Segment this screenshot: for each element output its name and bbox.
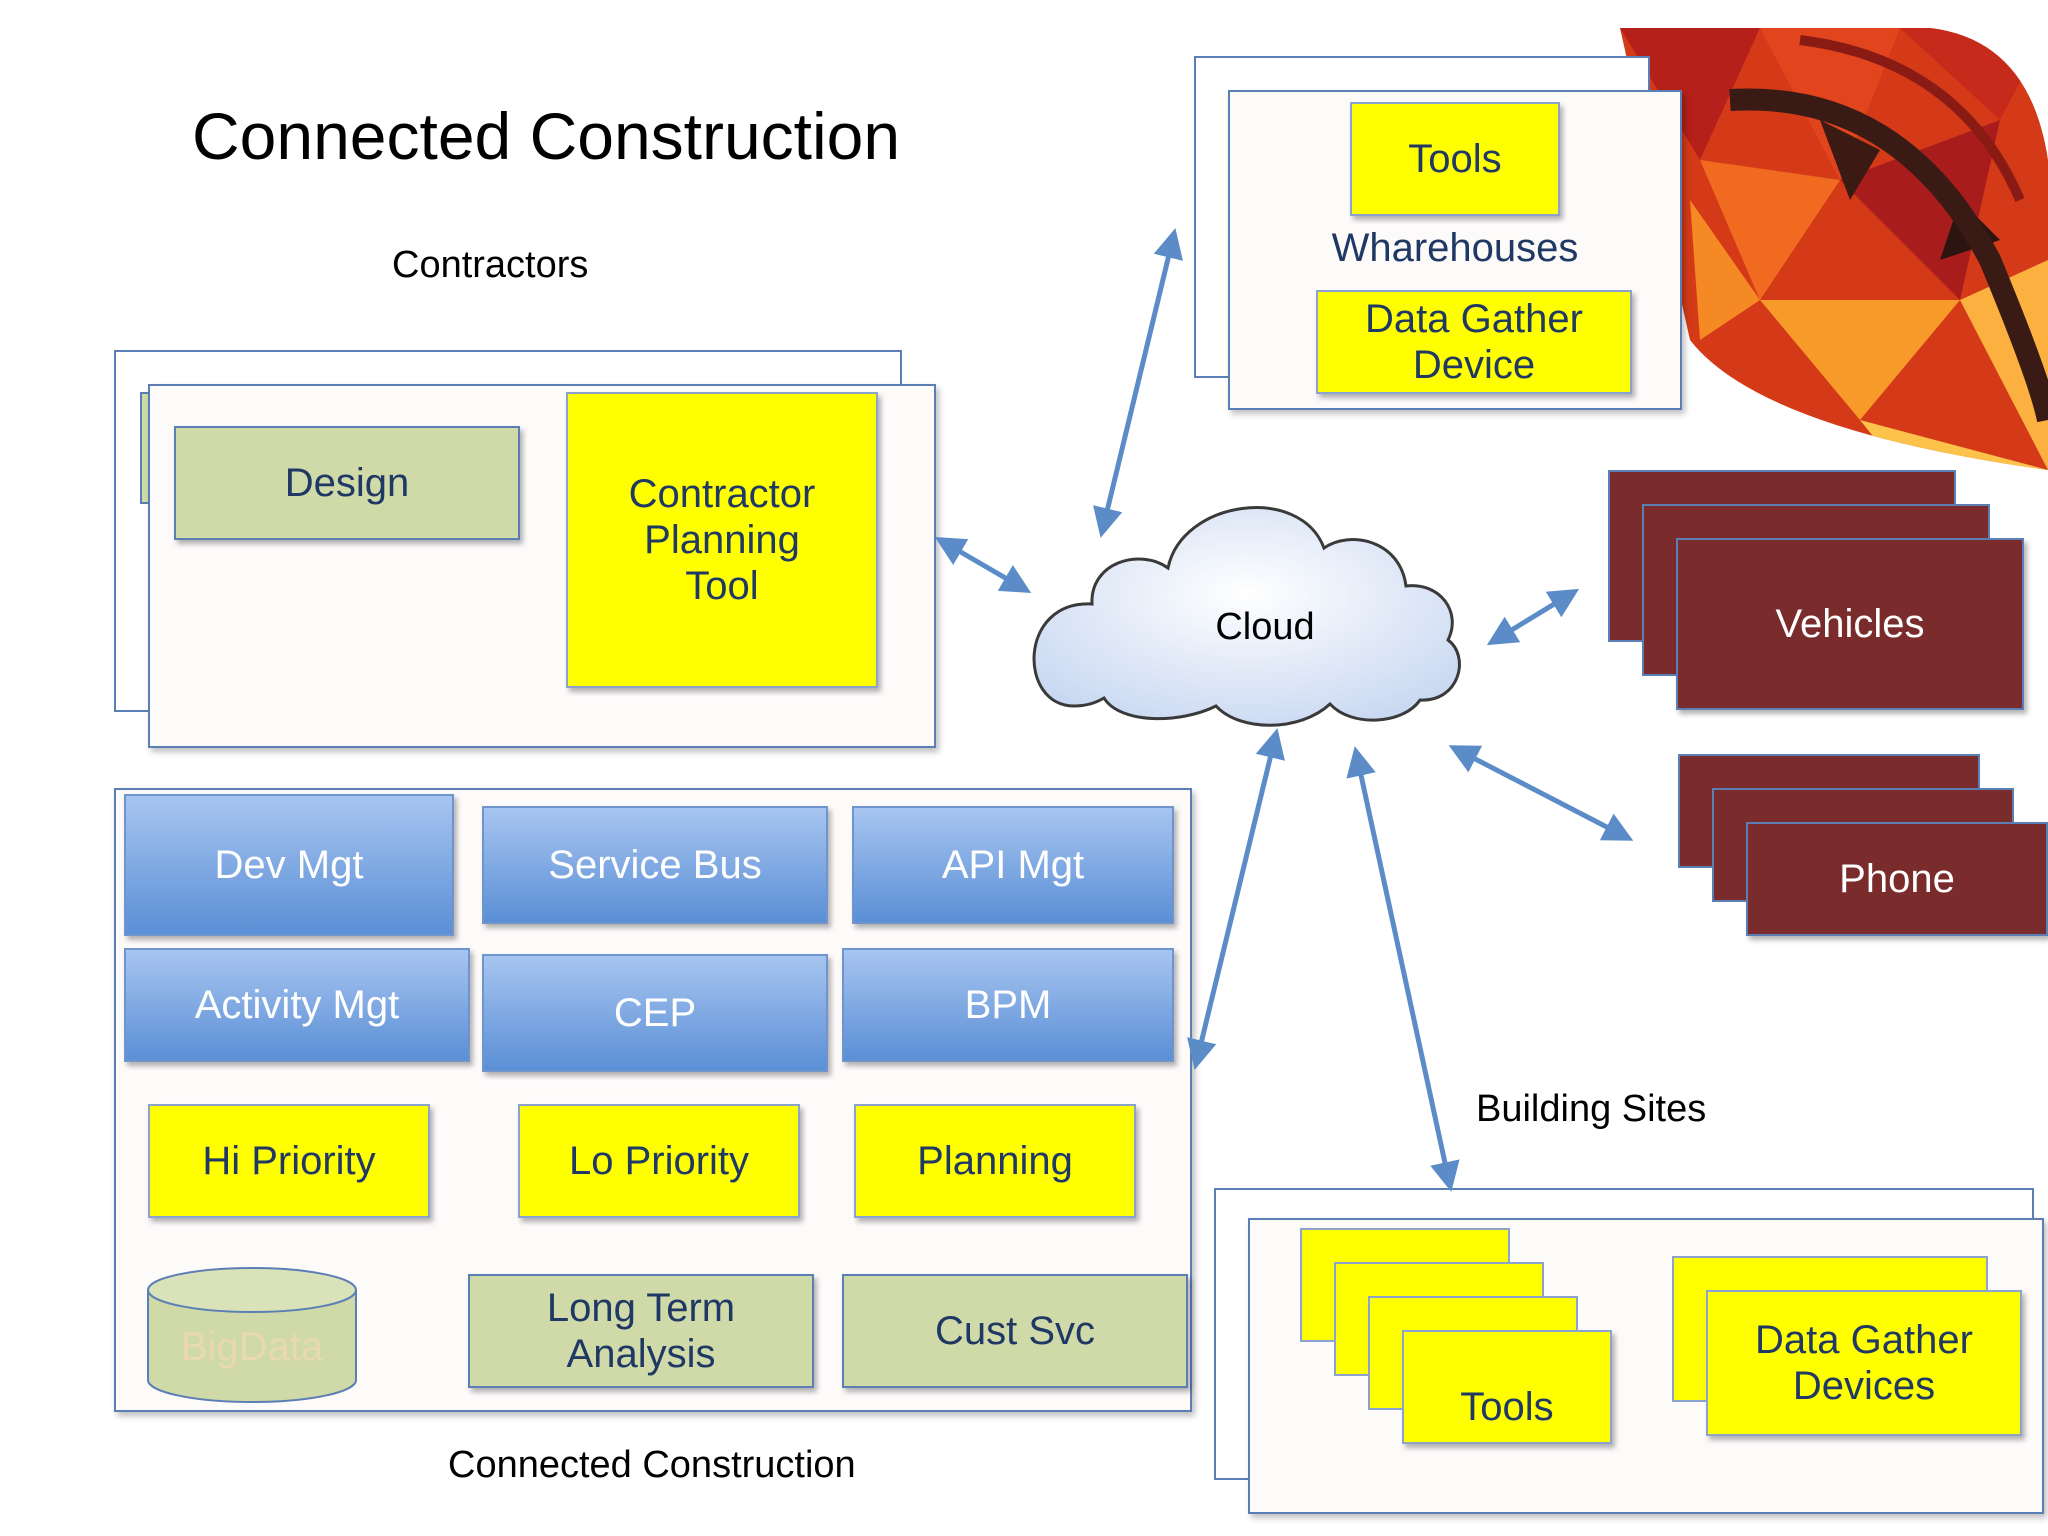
service-bus-box: Service Bus (482, 806, 828, 924)
hi-priority-label: Hi Priority (202, 1139, 376, 1183)
bigdata-label: BigData (180, 1325, 324, 1369)
contractors-label: Contractors (392, 244, 589, 286)
arrow-contractors-cloud (934, 536, 1032, 594)
connected-construction-caption: Connected Construction (448, 1444, 856, 1486)
design-box: Design (174, 426, 520, 540)
warehouse-data-gather-box: Data Gather Device (1316, 290, 1632, 394)
bpm-label: BPM (964, 983, 1052, 1027)
site-data-gather-label: Data Gather Devices (1755, 1318, 1973, 1408)
phone-label: Phone (1839, 857, 1955, 901)
warehouse-tools-box: Tools (1350, 102, 1560, 216)
design-label: Design (284, 461, 410, 505)
activity-mgt-label: Activity Mgt (194, 983, 400, 1027)
dev-mgt-box: Dev Mgt (124, 794, 454, 936)
warehouse-tools-label: Tools (1408, 137, 1502, 181)
lo-priority-box: Lo Priority (518, 1104, 800, 1218)
cust-svc-label: Cust Svc (934, 1309, 1096, 1353)
cust-svc-box: Cust Svc (842, 1274, 1188, 1388)
arrow-cloud-vehicles (1486, 588, 1580, 646)
vehicles-label: Vehicles (1775, 602, 1925, 646)
arrow-cloud-building-sites (1346, 746, 1460, 1192)
warehouse-data-gather-label: Data Gather Device (1365, 297, 1583, 387)
vehicles-card: Vehicles (1676, 538, 2024, 710)
long-term-analysis-label: Long Term Analysis (546, 1286, 736, 1376)
planning-box: Planning (854, 1104, 1136, 1218)
site-data-gather-card: Data Gather Devices (1706, 1290, 2022, 1436)
page-title: Connected Construction (192, 99, 901, 173)
site-tools-label: Tools (1460, 1385, 1554, 1429)
hi-priority-box: Hi Priority (148, 1104, 430, 1218)
contractor-planning-tool-label: Contractor Planning Tool (628, 472, 816, 608)
arrow-cloud-warehouses (1093, 228, 1183, 538)
site-tools-card: Tools (1402, 1330, 1612, 1444)
service-bus-label: Service Bus (548, 843, 762, 887)
contractor-planning-tool-box: Contractor Planning Tool (566, 392, 878, 688)
warehouses-label: Wharehouses (1331, 226, 1579, 270)
cep-box: CEP (482, 954, 828, 1072)
phone-card: Phone (1746, 822, 2048, 936)
long-term-analysis-box: Long Term Analysis (468, 1274, 814, 1388)
lo-priority-label: Lo Priority (568, 1139, 750, 1183)
arrow-cloud-phone (1448, 745, 1634, 841)
arrow-platform-cloud (1187, 728, 1285, 1070)
api-mgt-label: API Mgt (941, 843, 1085, 887)
cep-label: CEP (613, 991, 697, 1035)
api-mgt-box: API Mgt (852, 806, 1174, 924)
planning-label: Planning (917, 1139, 1073, 1183)
building-sites-label: Building Sites (1476, 1088, 1707, 1130)
activity-mgt-box: Activity Mgt (124, 948, 470, 1062)
dev-mgt-label: Dev Mgt (214, 843, 364, 887)
bpm-box: BPM (842, 948, 1174, 1062)
cloud-label: Cloud (1215, 606, 1315, 648)
